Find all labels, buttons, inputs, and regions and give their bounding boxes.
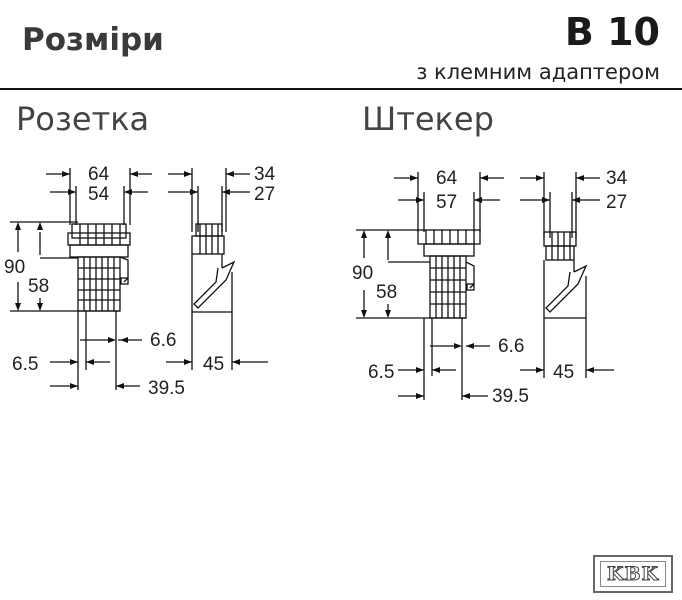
socket-dim-34: 34 xyxy=(254,164,276,185)
socket-dim-6-6: 6.6 xyxy=(150,330,176,351)
plug-dim-58: 58 xyxy=(376,282,397,303)
section-label-plug: Штекер xyxy=(362,100,494,138)
socket-dim-58: 58 xyxy=(28,276,49,297)
socket-dim-90: 90 xyxy=(4,257,25,278)
dimension-drawings: 64 54 34 27 90 58 6.6 6.5 45 39.5 64 57 … xyxy=(4,164,628,407)
page-subtitle: з клемним адаптером xyxy=(416,60,660,84)
plug-dim-57: 57 xyxy=(436,192,457,213)
socket-dim-6-5: 6.5 xyxy=(12,354,38,375)
plug-dim-6-6: 6.6 xyxy=(498,336,524,357)
section-label-socket: Розетка xyxy=(16,100,150,138)
kbk-logo: KBK xyxy=(593,555,673,593)
page-title: Розміри xyxy=(22,22,164,58)
header-divider xyxy=(0,88,682,90)
plug-dim-90: 90 xyxy=(352,263,373,284)
plug-dim-39-5: 39.5 xyxy=(492,386,529,407)
kbk-logo-text: KBK xyxy=(599,561,667,587)
plug-dim-45: 45 xyxy=(553,362,574,383)
plug-dim-27: 27 xyxy=(606,192,627,213)
socket-dim-27: 27 xyxy=(254,184,275,205)
plug-dim-6-5: 6.5 xyxy=(368,362,394,383)
socket-dim-54: 54 xyxy=(88,184,110,205)
socket-dim-45: 45 xyxy=(203,354,224,375)
socket-dim-64: 64 xyxy=(88,164,110,185)
plug-dim-34: 34 xyxy=(606,168,628,189)
socket-dim-39-5: 39.5 xyxy=(148,378,185,399)
model-code: B 10 xyxy=(564,10,660,54)
plug-dim-64: 64 xyxy=(436,168,458,189)
